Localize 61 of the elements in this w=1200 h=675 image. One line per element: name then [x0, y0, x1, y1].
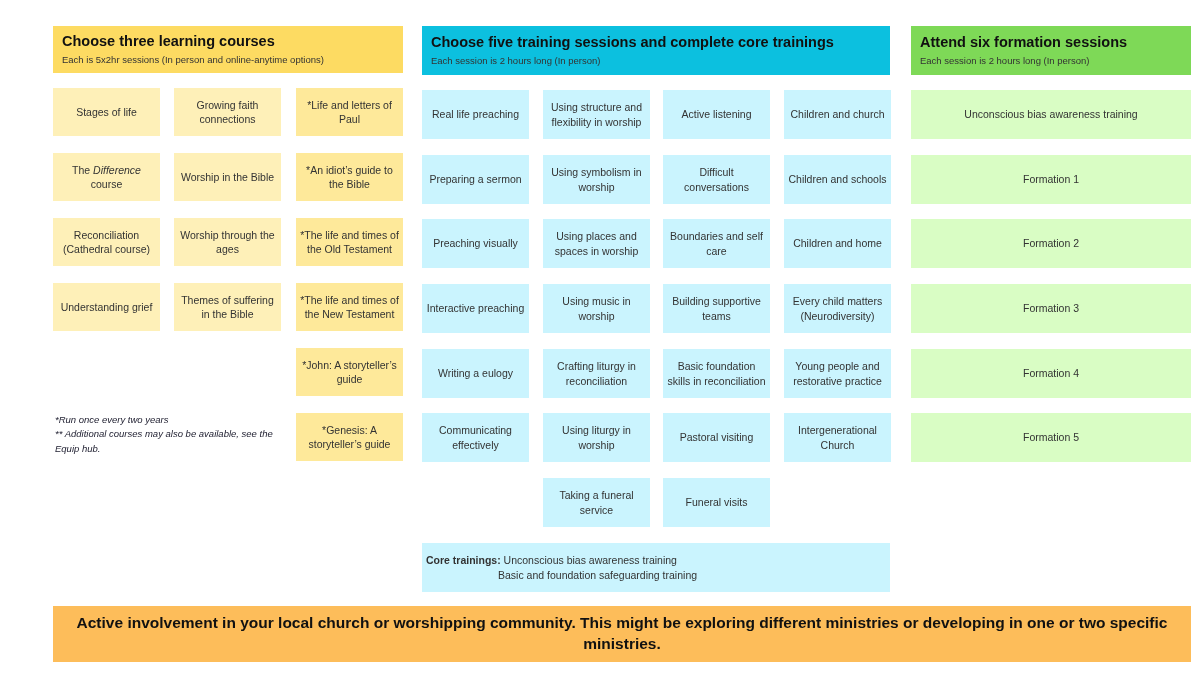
course-card: Themes of suffering in the Bible	[174, 283, 281, 331]
session-card: Preparing a sermon	[422, 155, 529, 204]
formation-card: Unconscious bias awareness training	[911, 90, 1191, 139]
session-card: Boundaries and self care	[663, 219, 770, 268]
session-card: Using symbolism in worship	[543, 155, 650, 204]
session-card: Active listening	[663, 90, 770, 139]
session-card: Real life preaching	[422, 90, 529, 139]
session-card: Using music in worship	[543, 284, 650, 333]
session-card: Difficult conversations	[663, 155, 770, 204]
course-card: Understanding grief	[53, 283, 160, 331]
section-heading: Attend six formation sessions	[920, 33, 1128, 53]
session-card: Young people and restorative practice	[784, 349, 891, 398]
session-card: Children and church	[784, 90, 891, 139]
formation-card: Formation 1	[911, 155, 1191, 204]
session-card: Funeral visits	[663, 478, 770, 527]
section-subtitle: Each session is 2 hours long (In person)	[431, 54, 601, 68]
course-card: *John: A storyteller’s guide	[296, 348, 403, 396]
formation-card: Formation 2	[911, 219, 1191, 268]
course-card: Reconciliation (Cathedral course)	[53, 218, 160, 266]
header-band	[422, 26, 890, 75]
session-card: Writing a eulogy	[422, 349, 529, 398]
core-trainings-panel	[422, 543, 890, 592]
course-card: Stages of life	[53, 88, 160, 136]
section-heading: Choose three learning courses	[62, 32, 275, 52]
footnote: *Run once every two years	[55, 413, 170, 427]
course-card: *Life and letters of Paul	[296, 88, 403, 136]
header-band	[911, 26, 1191, 75]
header-band	[53, 26, 403, 73]
session-card: Pastoral visiting	[663, 413, 770, 462]
formation-card: Formation 5	[911, 413, 1191, 462]
session-card: Communicating effectively	[422, 413, 529, 462]
session-card: Using structure and flexibility in worship	[543, 90, 650, 139]
course-card: Worship in the Bible	[174, 153, 281, 201]
formation-card: Formation 4	[911, 349, 1191, 398]
core-training-text: Basic and foundation safeguarding training	[498, 567, 698, 582]
session-card: Preaching visually	[422, 219, 529, 268]
session-card: Intergenerational Church	[784, 413, 891, 462]
section-subtitle: Each session is 2 hours long (In person)	[920, 54, 1090, 68]
session-card: Crafting liturgy in reconciliation	[543, 349, 650, 398]
core-training-text: Core trainings: Unconscious bias awareness training	[426, 553, 677, 568]
section-subtitle: Each is 5x2hr sessions (In person and online-anytime options)	[62, 53, 324, 67]
course-card: *The life and times of the New Testament	[296, 283, 403, 331]
footnote: ** Additional courses may also be available, see the Equip hub.	[55, 427, 274, 456]
course-card: Growing faith connections	[174, 88, 281, 136]
section-heading: Choose five training sessions and complete core trainings	[431, 33, 834, 53]
banner: Active involvement in your local church or worshipping community. This might be exploring different ministries or developing in one or two specific ministries.	[53, 606, 1191, 662]
session-card: Every child matters (Neurodiversity)	[784, 284, 891, 333]
session-card: Children and schools	[784, 155, 891, 204]
course-card: *The life and times of the Old Testament	[296, 218, 403, 266]
session-card: Interactive preaching	[422, 284, 529, 333]
course-card: *An idiot’s guide to the Bible	[296, 153, 403, 201]
course-card: *Genesis: A storyteller’s guide	[296, 413, 403, 461]
course-card: The Difference course	[53, 153, 160, 201]
session-card: Using liturgy in worship	[543, 413, 650, 462]
session-card: Children and home	[784, 219, 891, 268]
session-card: Basic foundation skills in reconciliation	[663, 349, 770, 398]
session-card: Building supportive teams	[663, 284, 770, 333]
session-card: Using places and spaces in worship	[543, 219, 650, 268]
formation-card: Formation 3	[911, 284, 1191, 333]
session-card: Taking a funeral service	[543, 478, 650, 527]
course-card: Worship through the ages	[174, 218, 281, 266]
